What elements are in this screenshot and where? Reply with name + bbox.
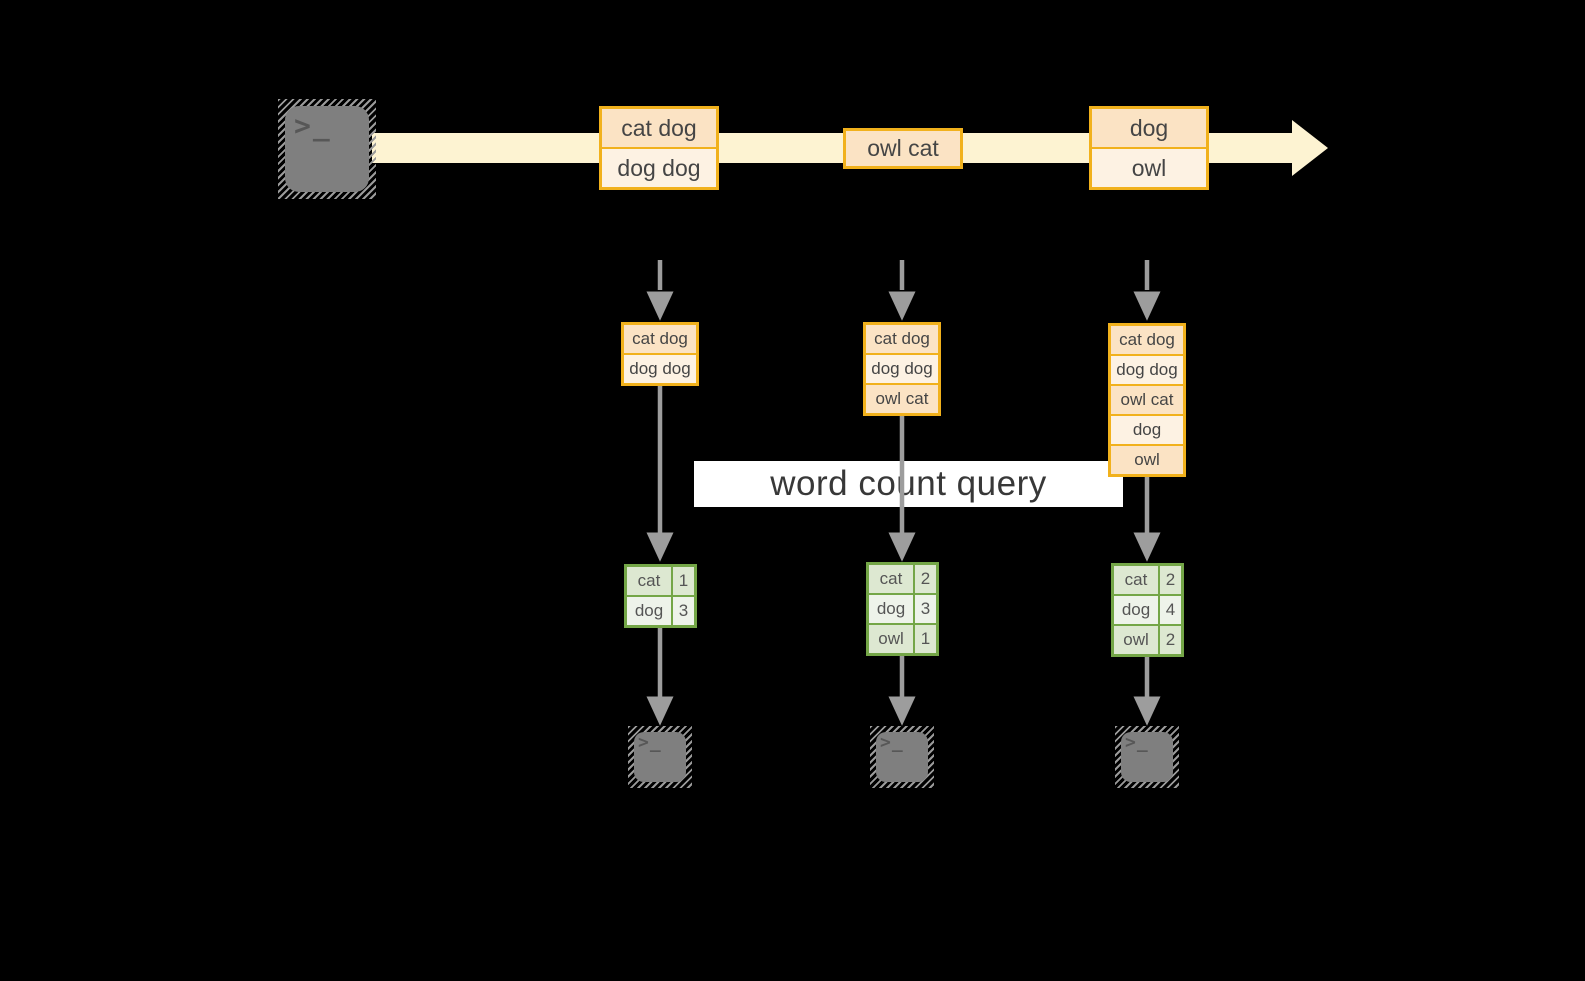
state-cell: dog xyxy=(1111,416,1183,444)
result-count-cell: 2 xyxy=(915,565,936,593)
result-count-cell: 1 xyxy=(673,567,694,595)
state-box-1: cat dog dog dog xyxy=(621,322,699,386)
event-cell: owl cat xyxy=(846,131,960,166)
result-word-cell: owl xyxy=(869,625,913,653)
query-banner-label: word count query xyxy=(770,464,1047,503)
result-count-cell: 1 xyxy=(915,625,936,653)
result-count-cell: 4 xyxy=(1160,596,1181,624)
terminal-prompt-glyph: >_ xyxy=(638,732,662,753)
result-word-cell: dog xyxy=(1114,596,1158,624)
terminal-screen xyxy=(285,106,369,192)
output-terminal-icon-1: >_ xyxy=(628,726,692,788)
stream-event-2: owl cat xyxy=(843,128,963,169)
event-cell: owl xyxy=(1092,149,1206,187)
state-cell: owl xyxy=(1111,446,1183,474)
terminal-prompt-glyph: >_ xyxy=(294,109,332,142)
result-word-cell: dog xyxy=(869,595,913,623)
state-box-3: cat dog dog dog owl cat dog owl xyxy=(1108,323,1186,477)
result-table-2: cat 2 dog 3 owl 1 xyxy=(866,562,939,656)
result-count-cell: 3 xyxy=(915,595,936,623)
terminal-screen xyxy=(1121,732,1173,782)
result-table-1: cat 1 dog 3 xyxy=(624,564,697,628)
stream-event-1: cat dog dog dog xyxy=(599,106,719,190)
event-cell: dog dog xyxy=(602,149,716,187)
result-count-cell: 2 xyxy=(1160,626,1181,654)
state-cell: cat dog xyxy=(866,325,938,353)
terminal-screen xyxy=(876,732,928,782)
event-cell: cat dog xyxy=(602,109,716,147)
result-count-cell: 3 xyxy=(673,597,694,625)
terminal-screen xyxy=(634,732,686,782)
result-word-cell: cat xyxy=(869,565,913,593)
state-cell: owl cat xyxy=(866,385,938,413)
output-terminal-icon-2: >_ xyxy=(870,726,934,788)
terminal-prompt-glyph: >_ xyxy=(1125,732,1149,753)
state-cell: cat dog xyxy=(1111,326,1183,354)
state-cell: dog dog xyxy=(1111,356,1183,384)
state-cell: owl cat xyxy=(1111,386,1183,414)
state-cell: dog dog xyxy=(866,355,938,383)
result-word-cell: cat xyxy=(627,567,671,595)
result-word-cell: cat xyxy=(1114,566,1158,594)
output-terminal-icon-3: >_ xyxy=(1115,726,1179,788)
event-cell: dog xyxy=(1092,109,1206,147)
result-table-3: cat 2 dog 4 owl 2 xyxy=(1111,563,1184,657)
state-cell: dog dog xyxy=(624,355,696,383)
state-cell: cat dog xyxy=(624,325,696,353)
query-banner: word count query xyxy=(694,461,1123,507)
source-terminal-icon: >_ xyxy=(278,99,376,199)
result-word-cell: owl xyxy=(1114,626,1158,654)
result-word-cell: dog xyxy=(627,597,671,625)
stream-event-3: dog owl xyxy=(1089,106,1209,190)
result-count-cell: 2 xyxy=(1160,566,1181,594)
terminal-prompt-glyph: >_ xyxy=(880,732,904,753)
state-box-2: cat dog dog dog owl cat xyxy=(863,322,941,416)
